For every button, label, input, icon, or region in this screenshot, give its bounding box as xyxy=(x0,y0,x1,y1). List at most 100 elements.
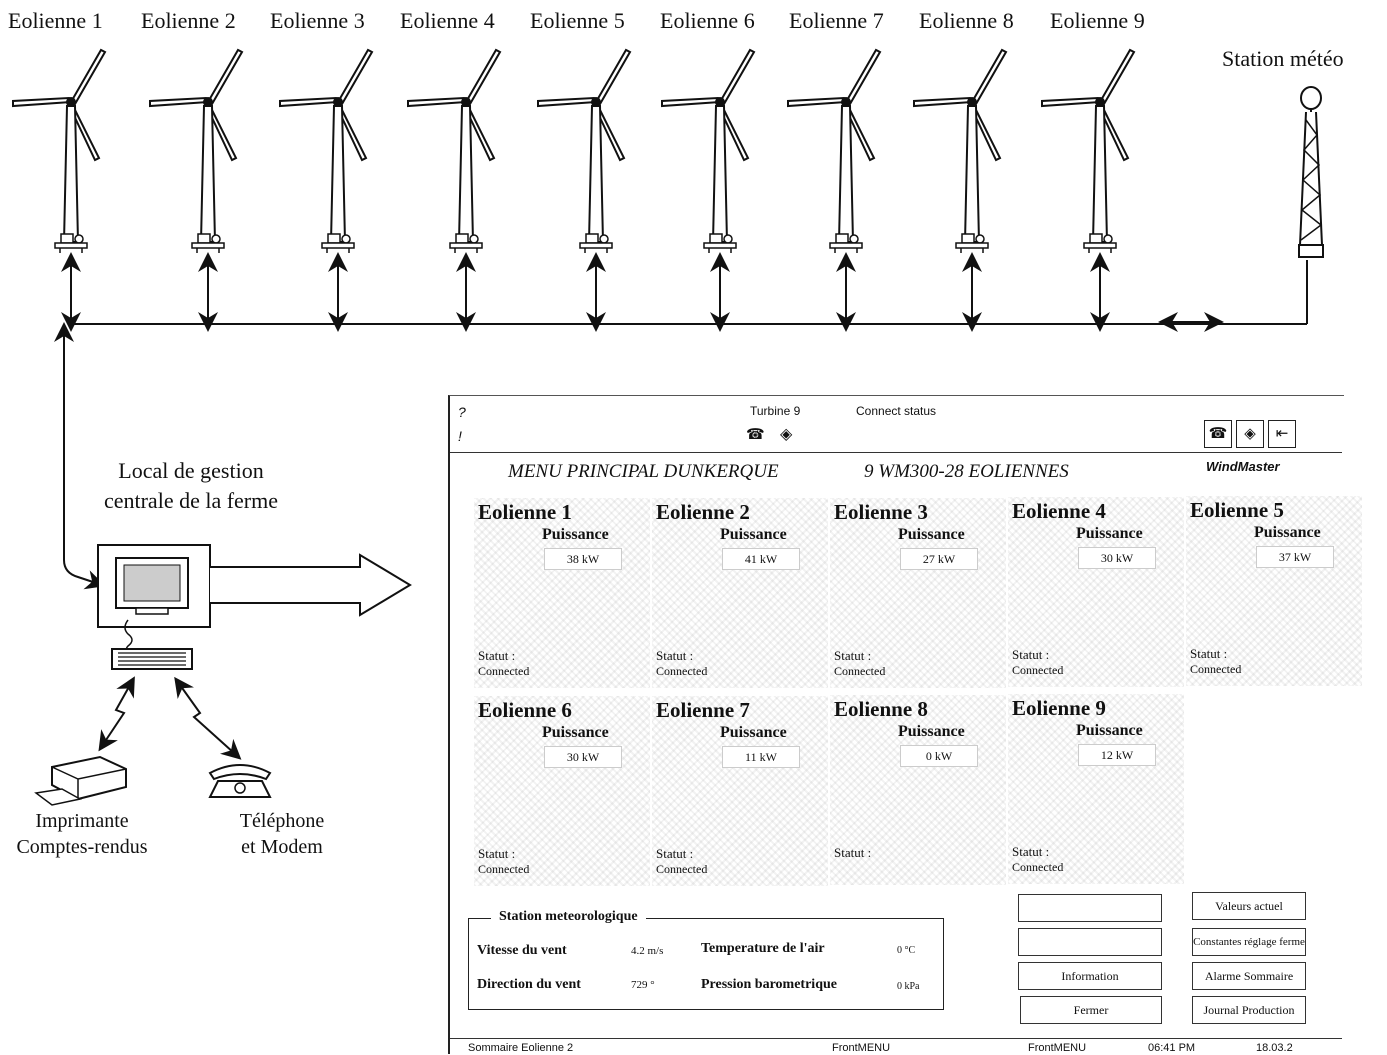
turbine-6-icon xyxy=(661,49,755,254)
weather-groupbox: Station meteorologique Vitesse du vent 4… xyxy=(468,909,944,1010)
turbine-indicator: Turbine 9 xyxy=(750,404,801,418)
power-label: Puissance xyxy=(720,724,787,741)
page-title: MENU PRINCIPAL DUNKERQUE xyxy=(508,461,779,482)
power-value: 11 kW xyxy=(722,746,800,768)
power-label: Puissance xyxy=(542,526,609,543)
statusbar-date: 18.03.2 xyxy=(1256,1042,1293,1054)
turbine-card[interactable]: Eolienne 2 Puissance 41 kW Statut : Conn… xyxy=(652,498,828,688)
turbine-name: Eolienne 1 xyxy=(478,500,572,524)
status-label: Statut : xyxy=(478,648,516,663)
turbine-4-icon xyxy=(407,49,501,254)
power-label: Puissance xyxy=(898,526,965,543)
status-value: Connected xyxy=(478,862,530,876)
blank-button-1[interactable] xyxy=(1018,894,1162,922)
control-room-label: Local de gestion centrale de la ferme xyxy=(80,456,302,516)
turbine-name: Eolienne 7 xyxy=(656,698,750,722)
current-values-button[interactable]: Valeurs actuel xyxy=(1192,892,1306,920)
weather-mast-icon xyxy=(1298,86,1324,258)
turbine-card[interactable]: Eolienne 3 Puissance 27 kW Statut : Conn… xyxy=(830,498,1006,688)
status-value: Connected xyxy=(1012,860,1064,874)
network-diagram xyxy=(12,49,1324,395)
turbine-card[interactable]: Eolienne 7 Puissance 11 kW Statut : Conn… xyxy=(652,696,828,886)
turbine-label-1: Eolienne 1 xyxy=(8,8,103,33)
help-glyph[interactable]: ? xyxy=(458,404,466,420)
printer-label: Imprimante Comptes-rendus xyxy=(0,808,164,860)
turbine-label-6: Eolienne 6 xyxy=(660,8,755,33)
turbine-name: Eolienne 8 xyxy=(834,697,928,721)
turbine-label-7: Eolienne 7 xyxy=(789,8,884,33)
turbine-card[interactable]: Eolienne 6 Puissance 30 kW Statut : Conn… xyxy=(474,696,650,886)
wind-speed-value: 4.2 m/s xyxy=(631,945,664,957)
computer-icon xyxy=(97,544,211,670)
status-value: Connected xyxy=(656,664,708,678)
turbine-name: Eolienne 2 xyxy=(656,500,750,524)
turbine-8-icon xyxy=(913,49,1007,254)
pressure-value: 0 kPa xyxy=(897,981,920,992)
alert-glyph[interactable]: ! xyxy=(458,428,462,444)
turbine-card[interactable]: Eolienne 9 Puissance 12 kW Statut : Conn… xyxy=(1008,694,1184,884)
turbine-label-8: Eolienne 8 xyxy=(919,8,1014,33)
power-label: Puissance xyxy=(1076,722,1143,739)
close-button[interactable]: Fermer xyxy=(1020,996,1162,1024)
status-label: Statut : xyxy=(834,648,872,663)
statusbar-mid1: FrontMENU xyxy=(832,1042,891,1054)
status-value: Connected xyxy=(1190,662,1242,676)
status-label: Statut : xyxy=(834,845,872,860)
power-value: 0 kW xyxy=(900,745,978,767)
turbine-card[interactable]: Eolienne 1 Puissance 38 kW Statut : Conn… xyxy=(474,498,650,688)
scada-window: ? ! Turbine 9 Connect status ☎ ◈ ☎ ◈ ⇤ M… xyxy=(448,395,1362,1055)
status-value: Connected xyxy=(1012,663,1064,677)
turbine-2-icon xyxy=(149,49,243,254)
turbine-card[interactable]: Eolienne 5 Puissance 37 kW Statut : Conn… xyxy=(1186,496,1362,686)
turbine-9-icon xyxy=(1041,49,1135,254)
phone-label: Téléphone et Modem xyxy=(216,808,348,860)
toolbar-alarm-icon[interactable]: ◈ xyxy=(1236,420,1264,448)
status-label: Statut : xyxy=(656,648,694,663)
printer-label-line2: Comptes-rendus xyxy=(16,836,148,858)
weather-title: Station meteorologique xyxy=(491,909,646,925)
toolbar-phone-icon[interactable]: ☎ xyxy=(1204,420,1232,448)
status-value: Connected xyxy=(834,664,886,678)
scada-toolbar: ? ! Turbine 9 Connect status ☎ ◈ ☎ ◈ ⇤ xyxy=(450,396,1342,453)
alarm-summary-button[interactable]: Alarme Sommaire xyxy=(1192,962,1306,990)
scada-header: MENU PRINCIPAL DUNKERQUE 9 WM300-28 EOLI… xyxy=(450,453,1342,489)
blank-button-2[interactable] xyxy=(1018,928,1162,956)
power-value: 27 kW xyxy=(900,548,978,570)
phone-status-icon: ☎ xyxy=(746,427,765,443)
status-label: Statut : xyxy=(1012,647,1050,662)
farm-settings-button[interactable]: Constantes réglage ferme xyxy=(1192,928,1306,956)
production-log-button[interactable]: Journal Production xyxy=(1192,996,1306,1024)
wind-dir-value: 729 ° xyxy=(631,979,655,991)
status-bar: Sommaire Eolienne 2 FrontMENU FrontMENU … xyxy=(450,1038,1342,1055)
information-button[interactable]: Information xyxy=(1018,962,1162,990)
status-label: Statut : xyxy=(656,846,694,861)
statusbar-left: Sommaire Eolienne 2 xyxy=(468,1042,574,1054)
turbine-name: Eolienne 4 xyxy=(1012,499,1106,523)
power-value: 41 kW xyxy=(722,548,800,570)
phone-label-line1: Téléphone xyxy=(239,810,325,832)
statusbar-time: 06:41 PM xyxy=(1148,1042,1196,1054)
turbine-card[interactable]: Eolienne 4 Puissance 30 kW Statut : Conn… xyxy=(1008,497,1184,687)
power-label: Puissance xyxy=(898,723,965,740)
turbine-card[interactable]: Eolienne 8 Puissance 0 kW Statut : xyxy=(830,695,1006,885)
control-room-label-line1: Local de gestion xyxy=(118,458,264,483)
turbine-label-5: Eolienne 5 xyxy=(530,8,625,33)
power-value: 38 kW xyxy=(544,548,622,570)
turbine-name: Eolienne 3 xyxy=(834,500,928,524)
telephone-icon xyxy=(208,764,272,798)
page-subtitle: 9 WM300-28 EOLIENNES xyxy=(864,461,1069,482)
warning-status-icon: ◈ xyxy=(780,426,793,443)
turbine-7-icon xyxy=(787,49,881,254)
status-label: Statut : xyxy=(1190,646,1228,661)
power-value: 12 kW xyxy=(1078,744,1156,766)
turbine-label-3: Eolienne 3 xyxy=(270,8,365,33)
statusbar-mid2: FrontMENU xyxy=(1028,1042,1087,1054)
pressure-label: Pression barometrique xyxy=(701,977,837,992)
power-value: 30 kW xyxy=(1078,547,1156,569)
power-label: Puissance xyxy=(1076,525,1143,542)
printer-label-line1: Imprimante xyxy=(35,810,129,832)
connect-status-label: Connect status xyxy=(856,404,937,418)
screen-pointer-arrow xyxy=(210,553,412,617)
control-room-diagram xyxy=(34,395,412,806)
toolbar-exit-icon[interactable]: ⇤ xyxy=(1268,420,1296,448)
